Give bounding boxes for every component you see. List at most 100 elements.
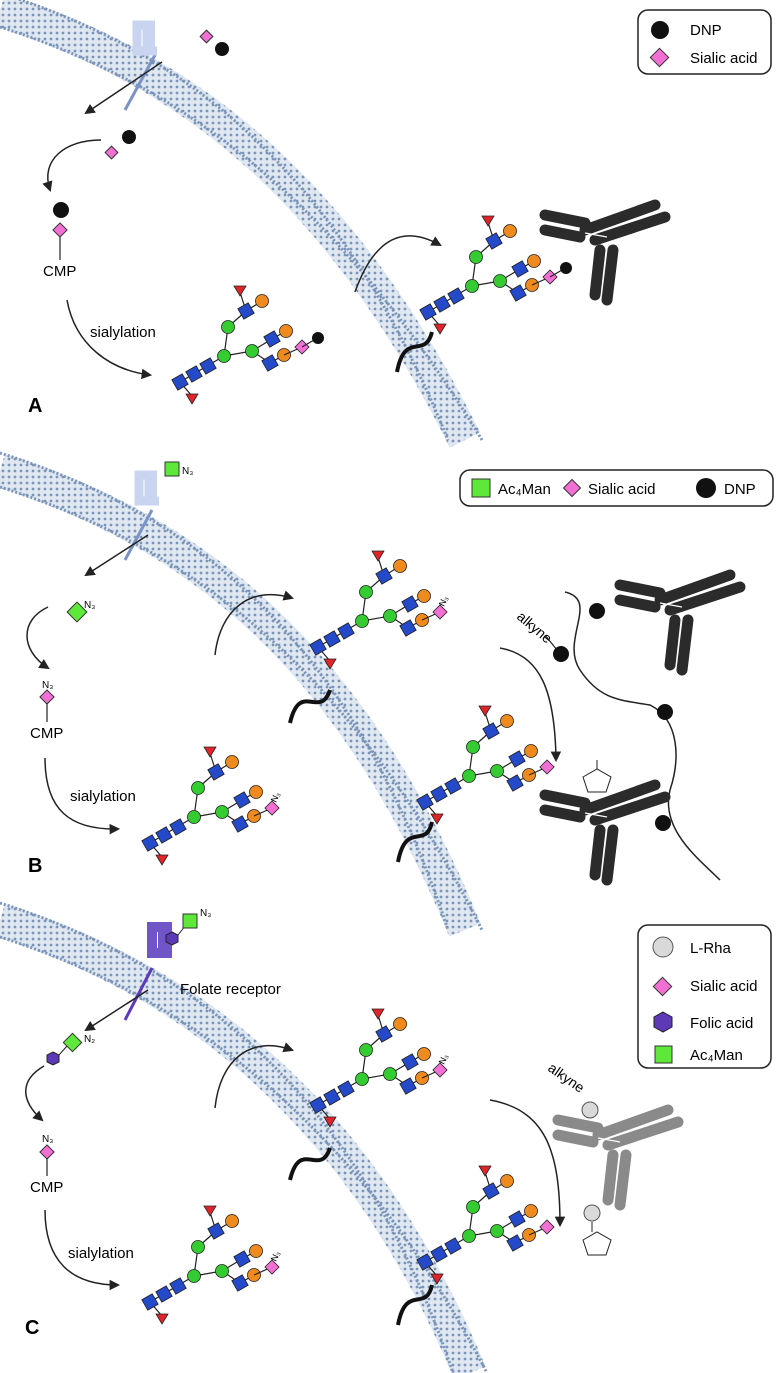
fucose-triangle	[430, 813, 444, 825]
glcnac-square	[482, 1182, 500, 1200]
galactose-circle	[225, 755, 239, 769]
sialic-acid-diamond	[432, 604, 448, 620]
glcnac-square	[323, 630, 341, 648]
galactose-circle	[417, 589, 431, 603]
glcnac-square	[237, 302, 255, 320]
svg-text:N₃: N₃	[269, 790, 283, 804]
glcnac-square	[444, 1237, 462, 1255]
galactose-circle	[279, 324, 293, 338]
glcnac-square	[169, 818, 187, 836]
legend-label: L-Rha	[690, 940, 732, 957]
fucose-triangle	[371, 1008, 385, 1020]
sialic-acid-icon	[652, 976, 673, 997]
folate-receptor: N₃ Folate receptor	[123, 908, 281, 1021]
glcnac-square	[231, 1274, 249, 1292]
glcnac-square	[337, 1080, 355, 1098]
svg-text:N₃: N₃	[437, 594, 451, 608]
mannose-circle	[187, 810, 201, 824]
dnp-icon	[651, 21, 669, 39]
folic-acid-icon	[653, 1011, 673, 1033]
galactose-circle	[249, 785, 263, 799]
legend-label: Sialic acid	[588, 481, 656, 498]
legend-label: Ac₄Man	[690, 1047, 743, 1064]
mannose-circle	[355, 1072, 369, 1086]
panel-letter: A	[28, 395, 42, 417]
mannose-circle	[221, 320, 235, 334]
azide-label-alt: N₂	[84, 1034, 95, 1045]
dnp-icon	[696, 478, 716, 498]
fucose-triangle	[481, 215, 495, 227]
fucose-triangle	[430, 1273, 444, 1285]
panel-letter: C	[25, 1317, 39, 1339]
galactose-circle	[503, 224, 517, 238]
galactose-circle	[417, 1047, 431, 1061]
mannose-circle	[493, 274, 507, 288]
receptor-a	[123, 20, 229, 111]
legend-label: Sialic acid	[690, 978, 758, 995]
glcnac-square	[485, 232, 503, 250]
glcnac-square	[199, 357, 217, 375]
svg-text:N₃: N₃	[437, 1052, 451, 1066]
glcnac-square	[447, 287, 465, 305]
glcnac-square	[508, 1210, 526, 1228]
glcnac-square	[323, 1088, 341, 1106]
receptor-label: Folate receptor	[180, 981, 281, 998]
mannose-circle	[490, 1224, 504, 1238]
glycan-c-free: N₃	[141, 1205, 282, 1325]
glycan-c-membrane-bottom	[416, 1165, 555, 1285]
glcnac-square	[399, 1077, 417, 1095]
fucose-triangle	[478, 1165, 492, 1177]
glcnac-square	[141, 1293, 159, 1311]
legend-a: DNP Sialic acid	[637, 9, 772, 75]
glcnac-square	[233, 1250, 251, 1268]
glcnac-square	[233, 791, 251, 809]
sialic-acid-diamond	[432, 1062, 448, 1078]
legend-label: DNP	[690, 22, 722, 39]
galactose-circle	[500, 1174, 514, 1188]
alkyne-label: alkyne	[545, 1059, 588, 1095]
antibody-b2	[539, 779, 671, 886]
azide-label: N₃	[42, 680, 53, 691]
glcnac-square	[430, 1245, 448, 1263]
fucose-triangle	[203, 1205, 217, 1217]
legend-label: DNP	[724, 481, 756, 498]
glcnac-square	[508, 750, 526, 768]
fucose-triangle	[185, 393, 199, 405]
panel-a: DNP Sialic acid CMP sialylation A	[0, 0, 772, 448]
mannose-circle	[215, 805, 229, 819]
mannose-circle	[359, 1043, 373, 1057]
triazole-b	[582, 760, 612, 793]
glcnac-square	[375, 567, 393, 585]
glcnac-square	[185, 365, 203, 383]
fucose-triangle	[371, 550, 385, 562]
ac4man-icon	[654, 1045, 673, 1064]
legend-b: Ac₄Man Sialic acid DNP	[459, 469, 774, 507]
legend-c: L-Rha Sialic acid Folic acid Ac₄Man	[637, 924, 772, 1069]
glcnac-square	[430, 785, 448, 803]
antibody-b1	[614, 569, 746, 676]
galactose-circle	[500, 714, 514, 728]
mannose-circle	[245, 344, 259, 358]
mannose-circle	[215, 1264, 229, 1278]
galactose-circle	[225, 1214, 239, 1228]
glycan-a-membrane	[419, 215, 572, 335]
azide-label: N₃	[200, 908, 211, 919]
cmp-label: CMP	[30, 725, 63, 742]
glcnac-square	[482, 722, 500, 740]
panel-letter: B	[28, 855, 42, 877]
mannose-circle	[465, 279, 479, 293]
sialylation-label: sialylation	[70, 788, 136, 805]
membrane-a	[0, 0, 481, 448]
panel-c: L-Rha Sialic acid Folic acid Ac₄Man N₃ F…	[0, 901, 772, 1373]
glcnac-square	[337, 622, 355, 640]
mannose-circle	[469, 250, 483, 264]
galactose-circle	[255, 294, 269, 308]
glcnac-square	[401, 595, 419, 613]
glcnac-square	[263, 330, 281, 348]
galactose-circle	[524, 1204, 538, 1218]
dnp-circle	[560, 262, 572, 274]
mannose-circle	[187, 1269, 201, 1283]
fucose-triangle	[233, 285, 247, 297]
